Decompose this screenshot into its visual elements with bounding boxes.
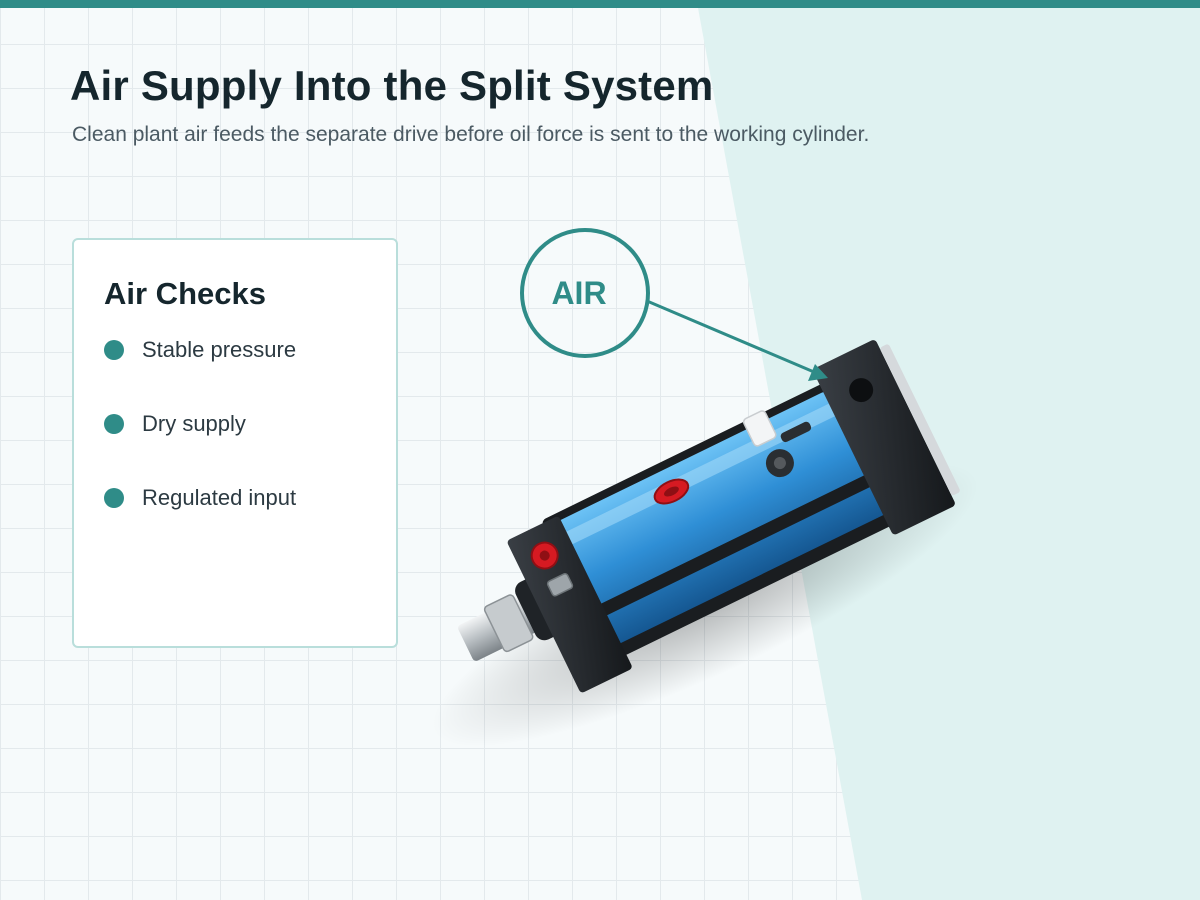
air-callout-arrowhead-icon	[808, 364, 828, 381]
rear-end-cap	[813, 340, 955, 535]
top-accent-bar	[0, 0, 1200, 8]
tie-rod	[606, 512, 896, 661]
front-fitting	[546, 573, 574, 597]
air-checks-card: Air Checks Stable pressure Dry supply Re…	[72, 238, 398, 648]
bullet-dot-icon	[104, 488, 124, 508]
rear-air-inlet-port	[849, 378, 874, 403]
bullet-dot-icon	[104, 414, 124, 434]
page-title: Air Supply Into the Split System	[70, 62, 714, 109]
valve-handle	[780, 421, 812, 443]
page-subtitle: Clean plant air feeds the separate drive…	[72, 123, 870, 146]
air-callout-label: AIR	[551, 275, 606, 311]
check-item-label: Regulated input	[142, 485, 297, 510]
valve-knob-center	[773, 457, 786, 470]
rear-mount-plate	[880, 344, 960, 496]
red-port-hole	[664, 486, 679, 497]
air-fitting	[742, 410, 777, 447]
check-item-label: Dry supply	[142, 411, 246, 436]
bullet-dot-icon	[104, 340, 124, 360]
rod-nut	[483, 594, 534, 653]
air-callout-circle	[520, 228, 650, 358]
air-checks-title: Air Checks	[104, 276, 266, 311]
check-item-stable-pressure: Stable pressure	[104, 335, 296, 365]
cylinder-body	[544, 390, 894, 651]
front-red-port-hole	[539, 550, 550, 561]
check-item-regulated-input: Regulated input	[104, 483, 296, 513]
check-item-dry-supply: Dry supply	[104, 409, 246, 439]
air-callout-line	[646, 299, 815, 374]
tie-rod	[587, 473, 877, 622]
hydraulic-cylinder-illustration	[458, 340, 960, 693]
check-item-label: Stable pressure	[142, 337, 297, 362]
